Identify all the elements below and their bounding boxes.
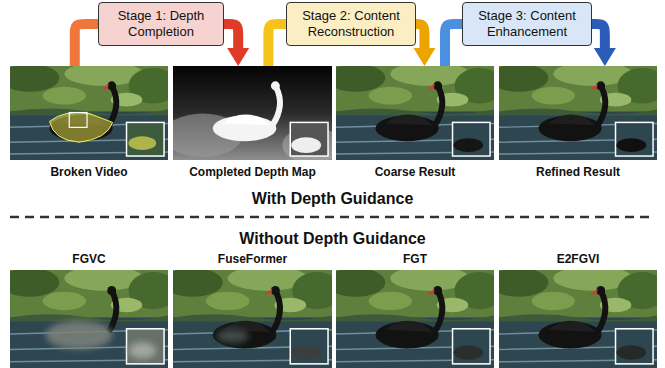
image-caption: FuseFormer — [218, 251, 287, 267]
fgvc-frame-part — [46, 321, 113, 350]
arrow-shaft — [268, 24, 286, 66]
fgt-frame-part — [454, 345, 484, 359]
fgvc-frame-part — [0, 266, 178, 368]
coarse-result-frame-part — [376, 81, 443, 141]
stage-arrow — [268, 24, 286, 66]
image-panel: Coarse Result — [336, 66, 494, 180]
depth-map-frame-part — [291, 137, 321, 153]
stage-arrow — [413, 24, 435, 66]
fgvc-frame-part — [127, 329, 165, 364]
image-panel: Refined Result — [499, 66, 657, 180]
fuseformer-frame-part — [213, 286, 280, 348]
stage-arrow — [445, 24, 462, 66]
image-caption: FGVC — [72, 251, 105, 267]
arrow-head — [227, 48, 249, 66]
arrow-head — [594, 48, 616, 66]
image-panel: Completed Depth Map — [173, 66, 332, 180]
fgt-frame — [326, 266, 504, 368]
image-panel: Broken Video — [10, 66, 168, 180]
broken-video-frame — [0, 62, 178, 160]
refined-result-frame-part — [617, 138, 647, 152]
stage-box: Stage 1: Depth Completion — [98, 2, 224, 45]
coarse-result-frame — [326, 62, 504, 160]
image-panel: FuseFormer — [173, 251, 332, 368]
image-caption: Completed Depth Map — [189, 164, 316, 180]
image-caption: E2FGVI — [557, 251, 600, 267]
e2fgvi-frame — [489, 266, 665, 368]
stage-title: Stage 1: Depth Completion — [105, 8, 217, 39]
image-caption: Broken Video — [50, 164, 127, 180]
arrow-shaft — [75, 24, 98, 66]
e2fgvi-frame-part — [617, 345, 647, 359]
e2fgvi-frame-part — [539, 286, 606, 348]
fuseformer-frame-part — [217, 329, 249, 343]
fgvc-frame-part — [129, 342, 157, 359]
arrow-head — [413, 48, 435, 66]
refined-result-frame-part — [616, 122, 654, 156]
divider-line — [10, 216, 655, 219]
stage-title: Stage 3: Content Enhancement — [469, 8, 585, 39]
stage-box: Stage 2: Content Reconstruction — [286, 2, 416, 45]
e2fgvi-frame-part — [616, 329, 654, 364]
stage-arrow — [592, 24, 616, 66]
arrow-shaft — [415, 24, 424, 48]
broken-video-frame-part — [50, 81, 117, 141]
stage-title: Stage 2: Content Reconstruction — [293, 8, 409, 39]
fuseformer-frame — [163, 266, 342, 368]
fgt-frame-part — [453, 329, 491, 364]
section-label: Without Depth Guidance — [0, 229, 665, 248]
broken-video-frame-part — [129, 136, 157, 150]
coarse-result-frame-part — [326, 62, 504, 160]
stage-arrow — [75, 24, 98, 66]
arrow-shaft — [445, 24, 462, 66]
fgt-frame-part — [376, 286, 443, 348]
depth-map-frame-part — [163, 66, 342, 163]
e2fgvi-frame-part — [489, 266, 665, 368]
stage-box: Stage 3: Content Enhancement — [462, 2, 592, 45]
fuseformer-frame-part — [290, 329, 328, 364]
broken-video-frame-part — [127, 122, 165, 156]
stage-arrow — [224, 24, 249, 66]
broken-video-frame-part — [69, 113, 87, 128]
coarse-result-frame-part — [453, 122, 491, 156]
coarse-result-frame-part — [454, 138, 484, 152]
fgvc-frame-part — [109, 293, 117, 332]
arrow-shaft — [224, 24, 238, 48]
arrow-shaft — [592, 24, 605, 48]
image-panel: E2FGVI — [499, 251, 657, 368]
refined-result-frame-part — [539, 81, 606, 141]
refined-result-frame-part — [489, 62, 665, 160]
fgvc-frame-part — [107, 286, 116, 295]
image-panel: FGT — [336, 251, 494, 368]
broken-video-frame-part — [0, 62, 178, 160]
fuseformer-frame-part — [163, 266, 342, 368]
depth-map-frame-part — [290, 122, 328, 156]
fuseformer-frame-part — [291, 345, 321, 359]
section-label: With Depth Guidance — [0, 189, 665, 208]
image-caption: FGT — [403, 251, 427, 267]
broken-video-frame-part — [50, 113, 113, 143]
fgvc-frame — [0, 266, 178, 368]
image-caption: Coarse Result — [375, 164, 456, 180]
image-caption: Refined Result — [536, 164, 620, 180]
refined-result-frame — [489, 62, 665, 160]
image-panel: FGVC — [10, 251, 168, 368]
depth-map-frame — [163, 66, 342, 163]
fgt-frame-part — [326, 266, 504, 368]
